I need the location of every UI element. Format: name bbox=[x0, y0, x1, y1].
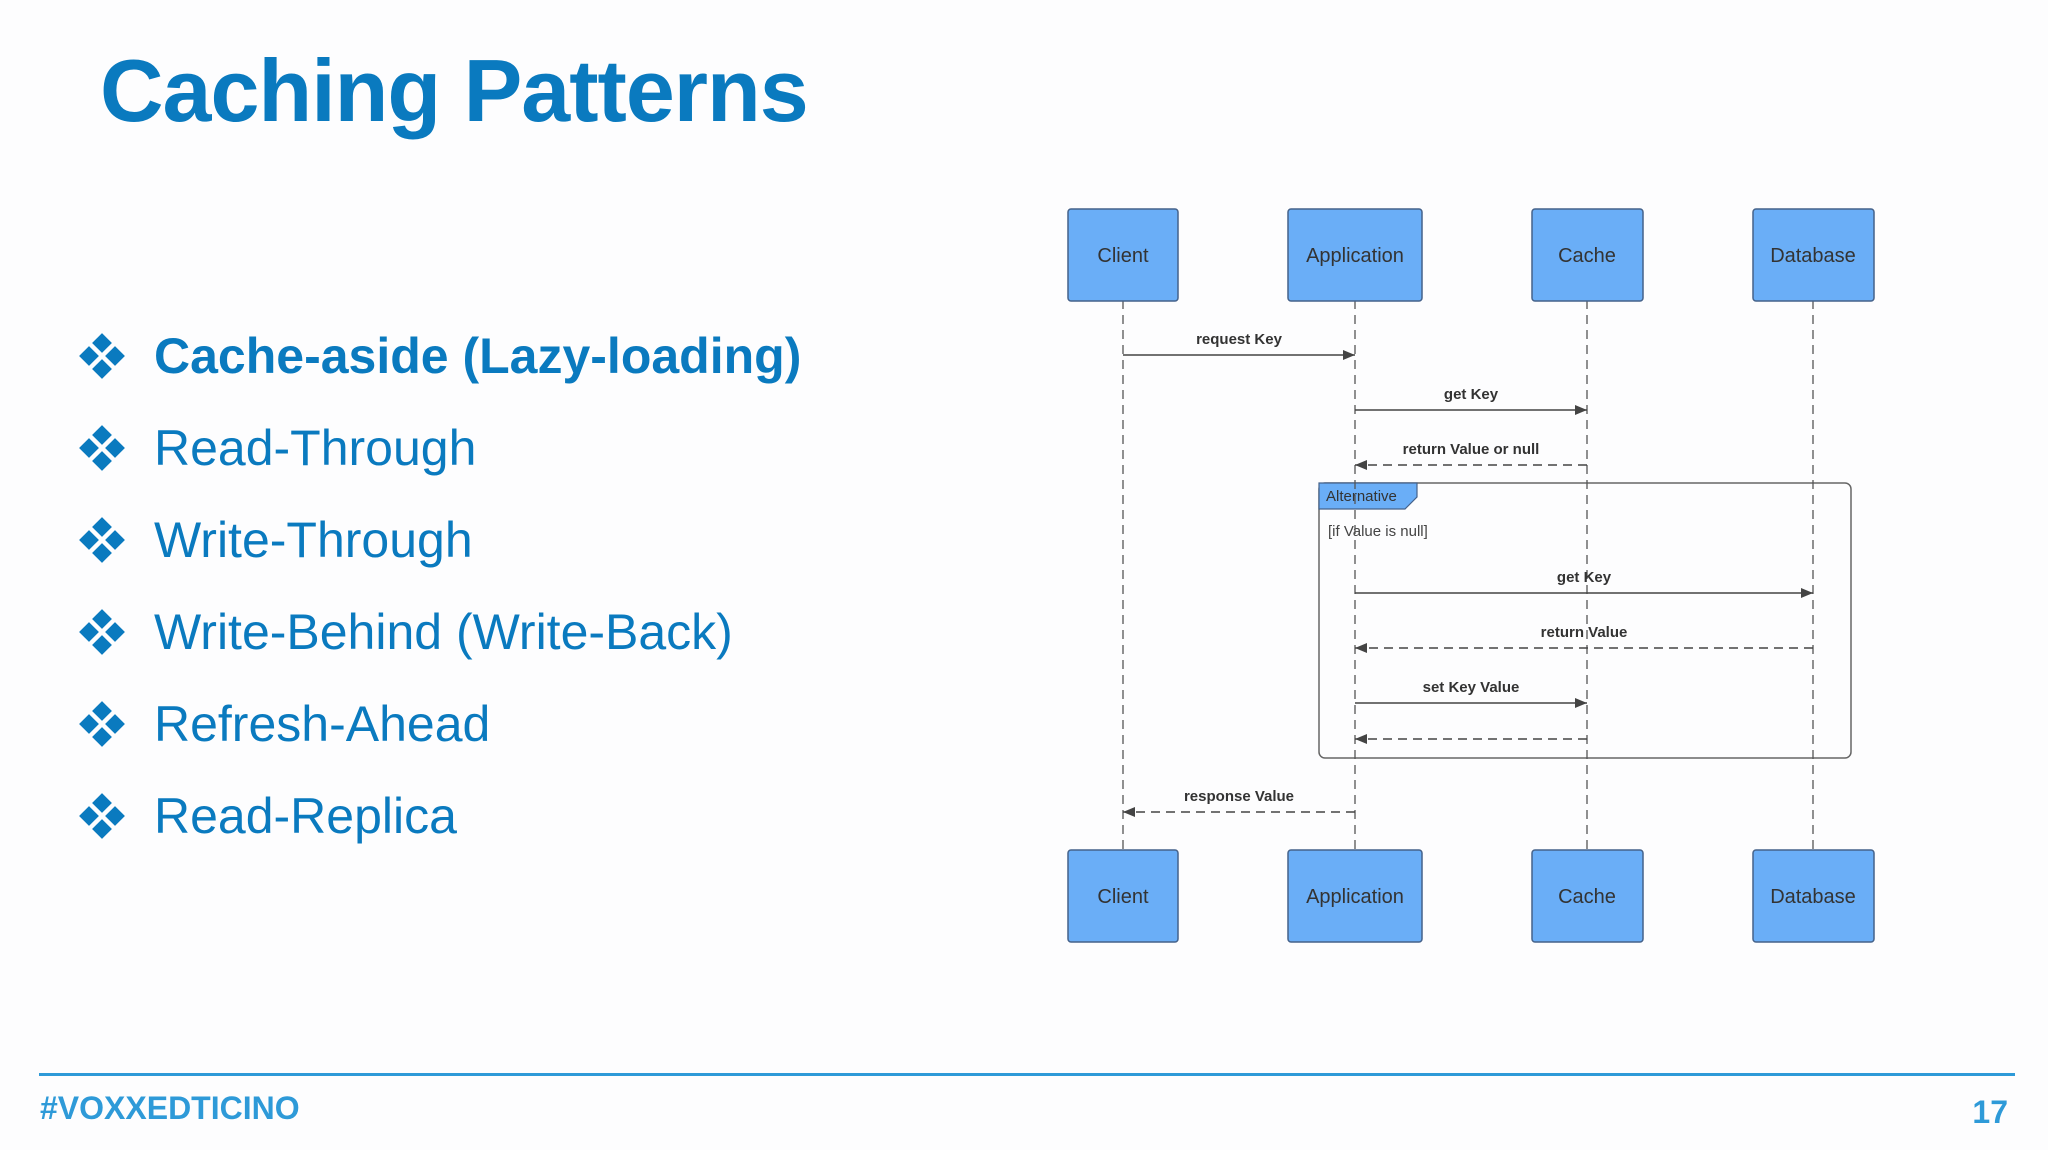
participant-label: Client bbox=[1097, 245, 1149, 267]
participant-box: Cache bbox=[1531, 208, 1644, 302]
message-arrow: set Key Value bbox=[1355, 679, 1587, 708]
participant-box: Database bbox=[1752, 208, 1875, 302]
bullet-item: Refresh-Ahead bbox=[79, 678, 801, 770]
bullet-item: Write-Through bbox=[79, 494, 801, 586]
bullet-item: Cache-aside (Lazy-loading) bbox=[79, 310, 802, 402]
message-label: response Value bbox=[1184, 788, 1294, 805]
message-label: get Key bbox=[1444, 386, 1499, 403]
participant-box: Client bbox=[1067, 208, 1179, 302]
participant-box: Application bbox=[1287, 208, 1423, 302]
participant-label: Application bbox=[1306, 245, 1404, 267]
participant-box: Database bbox=[1752, 849, 1875, 943]
bullet-label: Write-Through bbox=[154, 512, 473, 568]
participant-label: Cache bbox=[1558, 245, 1616, 267]
page-number: 17 bbox=[1972, 1094, 2008, 1130]
fragment-type: Alternative bbox=[1326, 488, 1397, 505]
message-label: request Key bbox=[1196, 331, 1283, 348]
message-arrow: get Key bbox=[1355, 569, 1813, 598]
bullet-item: Read-Replica bbox=[79, 770, 801, 862]
pattern-list: Cache-aside (Lazy-loading) Read-Through … bbox=[79, 310, 802, 862]
bullet-item: Write-Behind (Write-Back) bbox=[79, 586, 801, 678]
alternative-fragment: Alternative [if Value is null] bbox=[1318, 482, 1852, 759]
bullet-item: Read-Through bbox=[79, 402, 801, 494]
bullet-label: Cache-aside (Lazy-loading) bbox=[154, 328, 802, 384]
fragment-tag bbox=[1318, 482, 1418, 510]
bullet-label: Write-Behind (Write-Back) bbox=[154, 604, 733, 660]
participant-label: Client bbox=[1097, 886, 1149, 908]
bullet-label: Read-Replica bbox=[154, 788, 457, 844]
participant-box: Cache bbox=[1531, 849, 1644, 943]
fragment-guard: [if Value is null] bbox=[1328, 523, 1428, 540]
footer-divider bbox=[39, 1073, 2015, 1076]
message-arrow: response Value bbox=[1123, 788, 1355, 817]
slide-title: Caching Patterns bbox=[100, 41, 809, 140]
participant-label: Database bbox=[1770, 245, 1856, 267]
bullet-label: Refresh-Ahead bbox=[154, 696, 491, 752]
message-label: return Value bbox=[1541, 624, 1628, 641]
participant-label: Application bbox=[1306, 886, 1404, 908]
message-label: set Key Value bbox=[1423, 679, 1520, 696]
bullet-label: Read-Through bbox=[154, 420, 477, 476]
message-arrow: get Key bbox=[1355, 386, 1587, 415]
participant-label: Database bbox=[1770, 886, 1856, 908]
message-label: return Value or null bbox=[1403, 441, 1540, 458]
message-arrow: request Key bbox=[1123, 331, 1355, 360]
message-label: get Key bbox=[1557, 569, 1612, 586]
footer-hashtag: #VOXXEDTICINO bbox=[40, 1090, 300, 1126]
message-arrow: return Value bbox=[1355, 624, 1813, 653]
participant-box: Client bbox=[1067, 849, 1179, 943]
participant-label: Cache bbox=[1558, 886, 1616, 908]
participant-box: Application bbox=[1287, 849, 1423, 943]
message-arrow: return Value or null bbox=[1355, 441, 1587, 470]
